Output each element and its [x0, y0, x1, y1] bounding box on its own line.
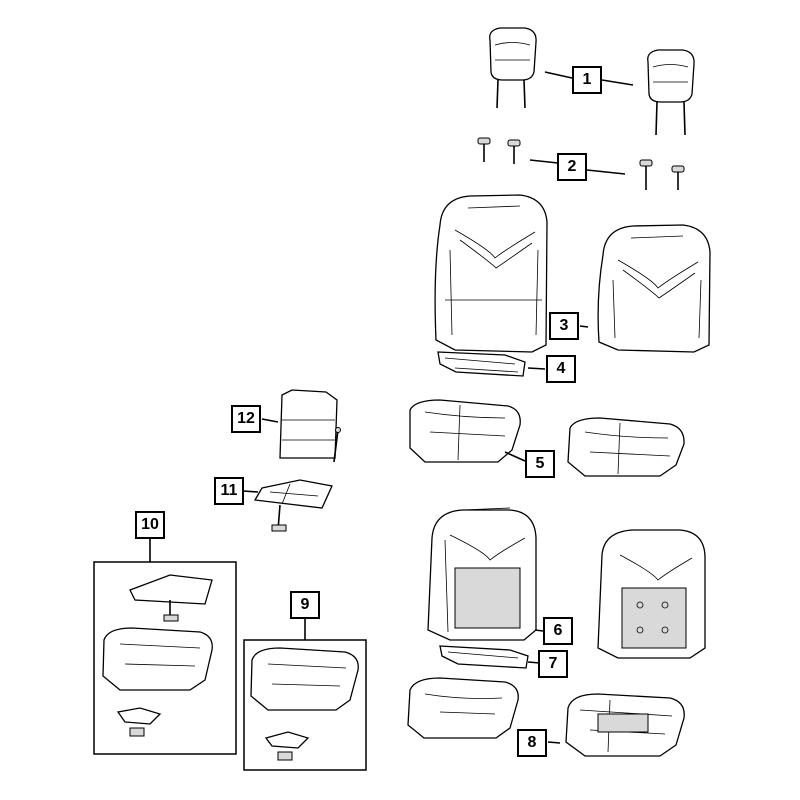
seat-cushion-frame-right: [565, 693, 685, 757]
callout-2[interactable]: 2: [557, 153, 587, 181]
leader-line: [544, 71, 573, 79]
callout-7[interactable]: 7: [538, 650, 568, 678]
leader-line: [601, 79, 634, 86]
leader-line: [504, 451, 526, 462]
callout-3[interactable]: 3: [549, 312, 579, 340]
leader-line: [529, 159, 559, 164]
seat-back-cover-left: [434, 194, 548, 353]
callout-9[interactable]: 9: [290, 591, 320, 619]
callout-8[interactable]: 8: [517, 729, 547, 757]
bolster-pad: [437, 351, 526, 377]
kit-10-contents: [102, 574, 213, 737]
callout-10[interactable]: 10: [135, 511, 165, 539]
leader-line: [261, 418, 279, 423]
callout-1[interactable]: 1: [572, 66, 602, 94]
seat-back-cover-right: [597, 224, 711, 353]
callout-12[interactable]: 12: [231, 405, 261, 433]
seat-cushion-cover-right: [567, 417, 685, 477]
headrest-left: [489, 27, 537, 109]
seat-cushion-heater: [253, 479, 333, 532]
seat-back-heater: [279, 389, 341, 463]
seat-cushion-frame-left: [407, 677, 519, 739]
callout-11[interactable]: 11: [214, 477, 244, 505]
callout-4[interactable]: 4: [546, 355, 576, 383]
leader-line: [527, 367, 546, 370]
leader-line: [579, 325, 589, 328]
callout-6[interactable]: 6: [543, 617, 573, 645]
leader-line: [534, 629, 544, 632]
headrest-right: [647, 49, 695, 136]
callout-5[interactable]: 5: [525, 450, 555, 478]
leader-line: [242, 490, 259, 493]
seat-back-frame-left: [427, 507, 537, 641]
kit-9-contents: [250, 647, 359, 761]
leader-line: [586, 169, 626, 175]
seat-back-frame-right: [597, 529, 706, 659]
seat-cushion-cover-left: [409, 399, 521, 463]
guide-sleeves: [477, 137, 685, 190]
kit-box-10: [93, 561, 237, 755]
leader-line: [547, 741, 561, 744]
lumbar-pad: [439, 645, 529, 669]
